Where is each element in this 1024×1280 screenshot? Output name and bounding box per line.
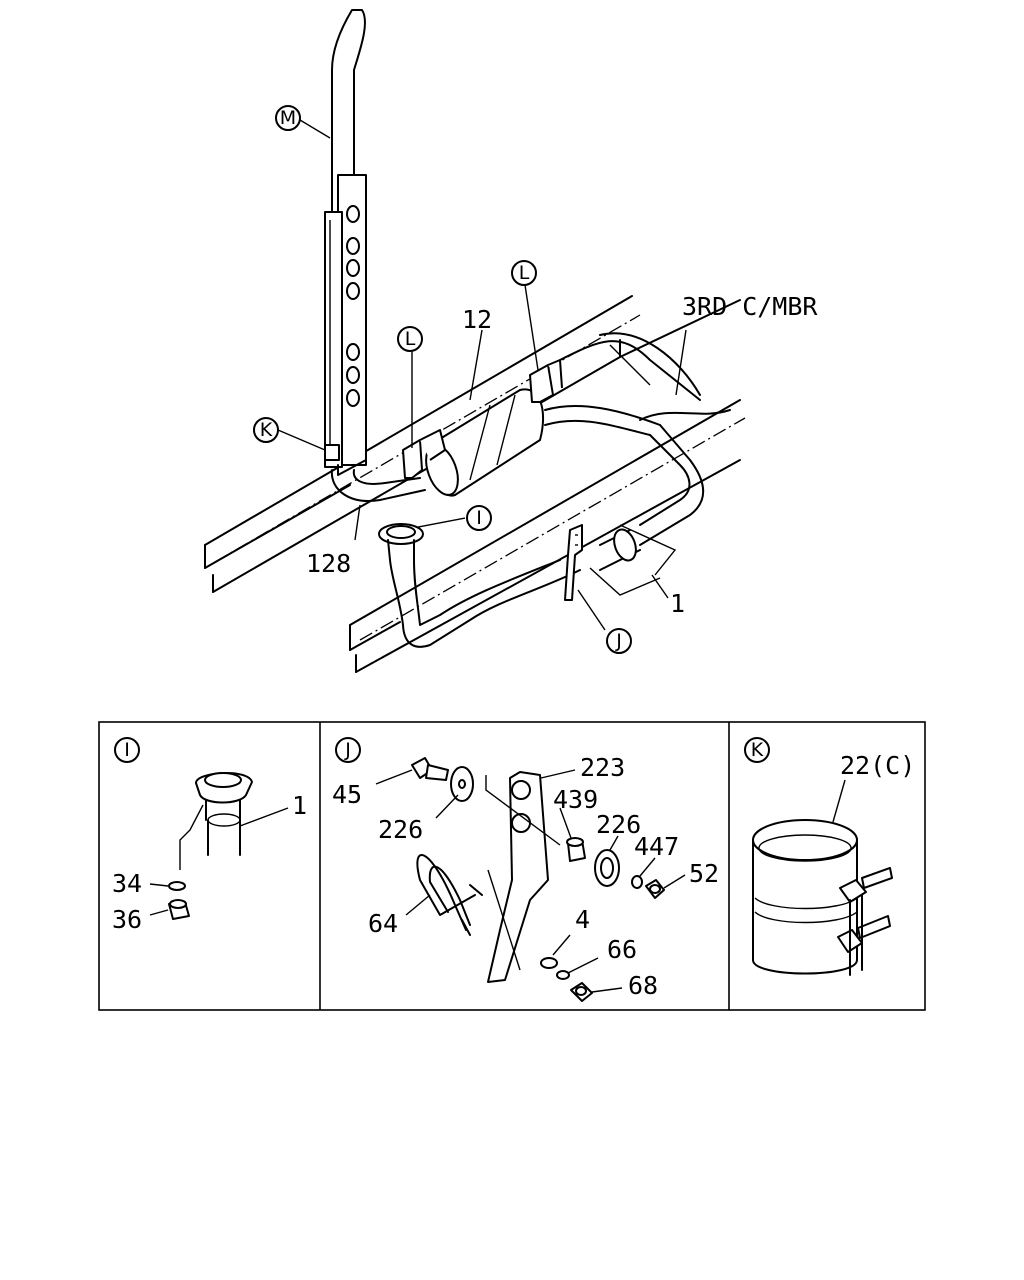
shield-hole-2 [346, 237, 360, 255]
stack-heat-shield [324, 174, 367, 476]
clamp-bolt-lower [837, 915, 891, 953]
sleeve-439 [566, 837, 586, 862]
hanger-bracket-223 [485, 771, 561, 983]
callout-l-left: L [397, 326, 423, 352]
panel-j: J [332, 737, 719, 1002]
svg-text:M: M [280, 107, 296, 129]
panel-j-part-52-label: 52 [689, 859, 719, 888]
flange-pipe [195, 772, 253, 856]
third-cross-member [559, 332, 731, 421]
pipe-clamp-outline [589, 524, 677, 596]
shield-hole-7 [346, 389, 360, 407]
svg-text:I: I [124, 739, 130, 761]
nut-68 [570, 982, 593, 1002]
svg-text:K: K [751, 739, 764, 761]
panel-i-part-1-label: 1 [292, 791, 307, 820]
leader-lines-main [277, 119, 687, 631]
bushing-226-lower [594, 849, 620, 887]
nut-36 [168, 899, 190, 920]
shield-hole-4 [346, 282, 360, 300]
svg-text:I: I [476, 507, 482, 529]
callout-i: I [466, 505, 492, 531]
panel-i-part-36-label: 36 [112, 905, 142, 934]
panel-k: K 22(C) [744, 737, 915, 976]
panel-j-part-439-label: 439 [553, 785, 598, 814]
part-12-label: 12 [462, 305, 492, 334]
callout-k: K [253, 417, 279, 443]
washer-66 [556, 970, 570, 980]
band-clamp-22c [752, 819, 858, 975]
panel-j-part-226-lower-label: 226 [596, 810, 641, 839]
callout-l-right: L [511, 260, 537, 286]
panel-j-part-447-label: 447 [634, 832, 679, 861]
svg-text:J: J [344, 739, 351, 761]
bracket-l-left [402, 429, 446, 479]
bolt-45 [411, 757, 449, 781]
bracket-l-right [529, 359, 563, 403]
clamp-bolt-upper [839, 867, 893, 903]
intermediate-pipe [330, 469, 426, 502]
svg-text:J: J [615, 630, 622, 652]
svg-text:L: L [519, 262, 530, 284]
exhaust-pipe-long [378, 404, 705, 648]
third-cross-member-label: 3RD C/MBR [682, 292, 818, 321]
panel-j-part-4-label: 4 [575, 905, 590, 934]
main-assembly: M L L K I J 12 128 1 3RD C/MBR [204, 9, 818, 673]
lock-washer-447 [631, 875, 643, 889]
svg-text:L: L [405, 328, 416, 350]
nut-52 [645, 879, 665, 899]
svg-text:K: K [260, 419, 273, 441]
panel-j-part-223-label: 223 [580, 753, 625, 782]
panel-j-part-64-label: 64 [368, 909, 398, 938]
u-bolt-64 [416, 854, 483, 936]
panel-j-part-68-label: 68 [628, 971, 658, 1000]
panel-i-part-34-label: 34 [112, 869, 142, 898]
shield-hole-1 [346, 205, 360, 223]
panel-j-part-226-upper-label: 226 [378, 815, 423, 844]
shield-hole-3 [346, 259, 360, 277]
frame-rail-lower [349, 399, 746, 673]
shield-hole-6 [346, 366, 360, 384]
panel-j-part-45-label: 45 [332, 780, 362, 809]
washer-4 [540, 957, 558, 969]
panel-k-part-22c-label: 22(C) [840, 751, 915, 780]
bushing-226-upper [450, 766, 474, 802]
washer-34 [168, 881, 186, 891]
shield-hole-5 [346, 343, 360, 361]
callout-m: M [275, 105, 301, 131]
hanger-bracket-j [564, 524, 583, 601]
part-128-label: 128 [306, 549, 351, 578]
detail-panels [98, 721, 926, 1011]
part-1-label: 1 [670, 589, 685, 618]
panel-i: I 1 34 36 [112, 737, 307, 934]
panel-j-part-66-label: 66 [607, 935, 637, 964]
callout-j: J [606, 628, 632, 654]
